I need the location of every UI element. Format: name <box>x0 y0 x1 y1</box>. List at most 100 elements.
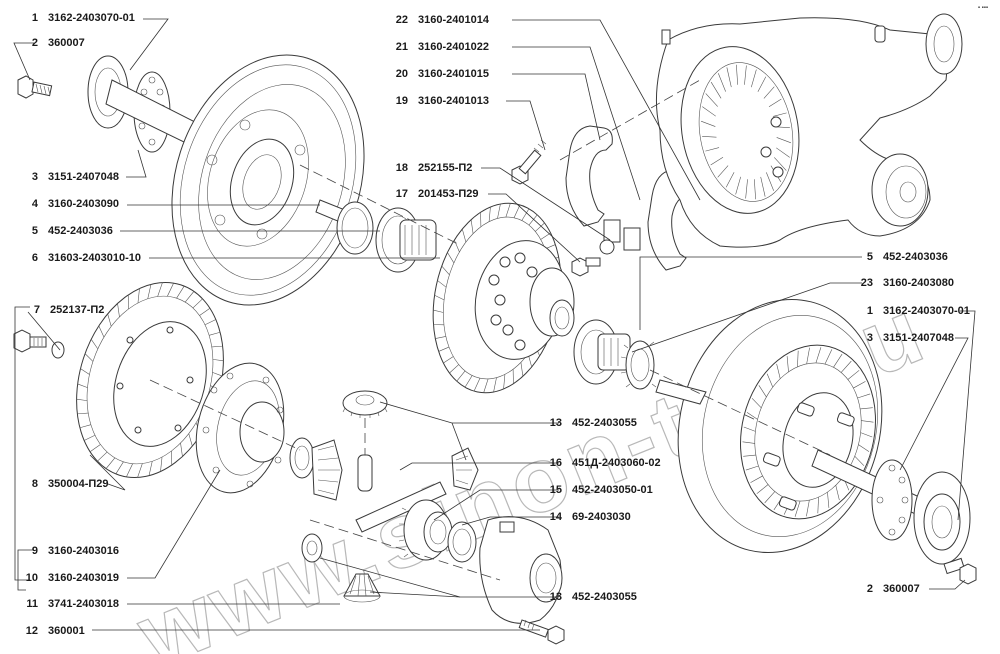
drum-cooling-rib <box>786 356 789 372</box>
part-number: 360007 <box>48 37 85 49</box>
pinion-shaft-vertical <box>357 454 373 492</box>
ring-gear-tooth <box>147 284 152 299</box>
housing-gear-tooth <box>700 120 716 127</box>
housing-gear-tooth <box>776 147 790 158</box>
right-bearing-group <box>573 319 657 390</box>
part-number: 3162-2403070-01 <box>48 12 135 24</box>
housing-gear-tooth <box>745 179 748 199</box>
housing-gear-tooth <box>772 112 787 117</box>
wheel-studs <box>762 402 855 511</box>
ring-gear-tooth <box>184 291 195 303</box>
drum-cooling-rib <box>854 455 865 466</box>
pinion-gear-bottom <box>343 573 381 603</box>
ring-gear-tooth <box>84 435 96 441</box>
drum-cooling-rib <box>743 426 756 432</box>
part-number: 3160-2403080 <box>883 277 954 289</box>
ring-gear-tooth <box>212 372 223 377</box>
ring-gear-tooth <box>462 228 467 243</box>
housing-gear-tooth <box>702 135 717 138</box>
right-brake-drum-assembly <box>655 298 977 585</box>
ring-gear-tooth <box>160 457 163 472</box>
ring-gear-tooth <box>456 370 466 382</box>
ring-gear-tooth <box>503 374 506 389</box>
drum-cooling-rib <box>860 407 873 410</box>
part-number: 201453-П29 <box>418 188 479 200</box>
ring-gear-tooth <box>180 443 183 457</box>
bearing-cap-left <box>565 125 613 227</box>
drum-cooling-rib <box>840 360 852 373</box>
thrust-washer-left <box>289 437 315 479</box>
part-number: 252137-П2 <box>50 304 105 316</box>
part-number: 3162-2403070-01 <box>883 305 970 317</box>
axle-housing <box>655 13 963 248</box>
housing-gear-tooth <box>705 147 720 152</box>
part-number: 451Д-2403060-02 <box>572 457 661 469</box>
housing-gear-tooth <box>751 69 757 88</box>
drum-cooling-rib <box>794 500 801 517</box>
bearing-inner-race <box>399 219 437 261</box>
drum-cooling-rib <box>858 444 870 452</box>
ring-gear-tooth <box>212 359 224 362</box>
cap-bracket <box>603 219 621 243</box>
ring-gear-tooth <box>157 282 163 297</box>
drum-cooling-rib <box>827 492 830 508</box>
drum-cooling-rib <box>833 353 843 368</box>
ring-gear-tooth <box>199 308 211 316</box>
thrust-washer-right <box>447 521 477 563</box>
ring-gear-tooth <box>137 288 140 303</box>
part-number: 3160-2401015 <box>418 68 489 80</box>
part-number: 360001 <box>48 625 85 637</box>
ring-gear-tooth <box>80 368 90 375</box>
drum-cooling-rib <box>861 420 874 423</box>
housing-gear-tooth <box>725 172 735 188</box>
part-number: 69-2403030 <box>572 511 631 523</box>
ring-gear-tooth <box>528 214 538 226</box>
drum-cooling-rib <box>853 381 866 389</box>
ring-gear-tooth <box>441 265 450 275</box>
housing-gear-tooth <box>710 156 724 166</box>
ring-gear-tooth <box>520 362 524 377</box>
housing-gear-tooth <box>766 172 774 191</box>
ring-gear-tooth <box>192 298 203 309</box>
part-number: 3151-2407048 <box>883 332 954 344</box>
ring-gear-tooth <box>167 282 174 297</box>
housing-gear-tooth <box>705 93 718 107</box>
ring-gear-tooth <box>209 331 221 336</box>
housing-gear-tooth <box>774 157 787 171</box>
drum-cooling-rib <box>797 350 799 367</box>
housing-gear-tooth <box>763 86 775 99</box>
ring-gear-tooth <box>115 461 124 475</box>
right-gasket-plate <box>871 459 913 541</box>
part-number: 252155-П2 <box>418 162 473 174</box>
ring-gear-tooth <box>117 303 120 317</box>
ring-gear-tooth <box>464 375 473 388</box>
ring-gear-tooth <box>437 280 447 288</box>
ring-gear-tooth <box>540 232 551 240</box>
drum-cooling-rib <box>847 370 860 380</box>
side-gear-right <box>398 499 453 561</box>
ring-gear-tooth <box>433 309 444 313</box>
bearing-cap-group <box>511 125 695 277</box>
bolt-icon <box>13 329 65 359</box>
drum-cooling-rib <box>815 347 822 364</box>
part-number: 360007 <box>883 583 920 595</box>
drum-cooling-rib <box>756 484 769 494</box>
part-number: 3741-2403018 <box>48 598 119 610</box>
case-bolt-icon <box>518 619 565 645</box>
ring-gear-tooth <box>473 378 481 392</box>
ring-gear-tooth <box>148 461 153 476</box>
drum-cooling-rib <box>758 385 767 398</box>
